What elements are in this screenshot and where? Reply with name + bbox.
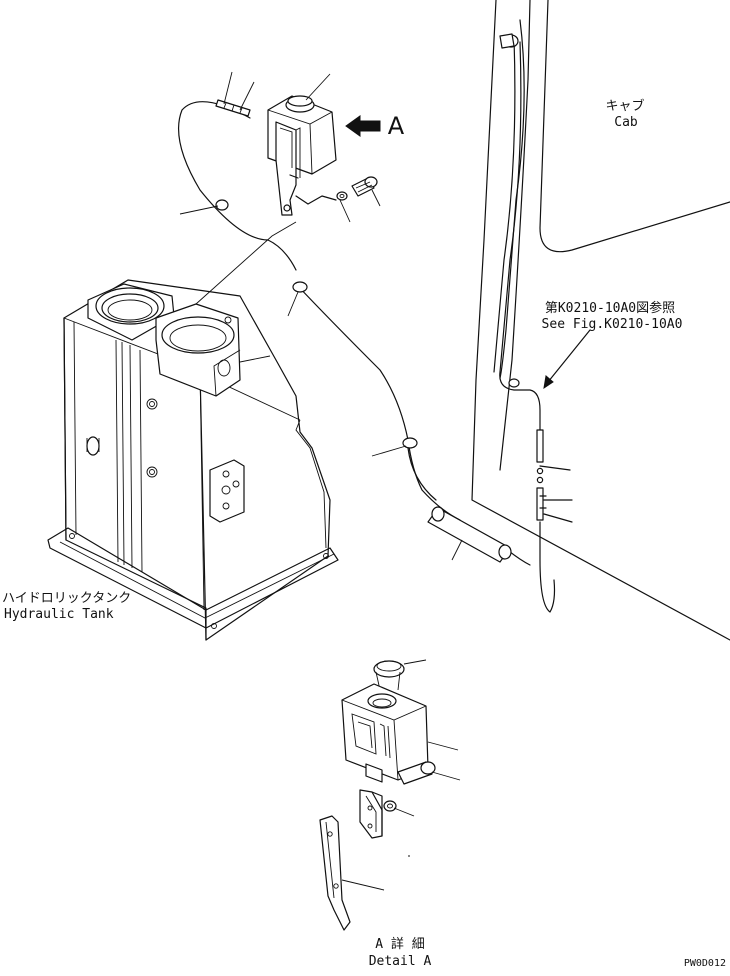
washer-tank-detail <box>319 659 461 931</box>
hydraulic-tank-label-en: Hydraulic Tank <box>4 607 114 622</box>
drawing-id: PW0D012 <box>683 958 726 969</box>
washer-tank-main <box>267 95 337 216</box>
detail-label-en: Detail A <box>368 954 432 969</box>
cab-label-jp: キャブ <box>605 99 645 114</box>
detail-label-jp: A 詳 細 <box>375 937 425 952</box>
cab-washer-hose <box>493 33 573 613</box>
reference-label-en: See Fig.K0210-10A0 <box>541 317 683 332</box>
view-marker-label: A <box>387 112 405 140</box>
washer-hose <box>177 99 531 566</box>
reference-arrow <box>543 329 591 390</box>
mounting-bolt-main <box>336 176 378 201</box>
cab-label-en: Cab <box>614 115 638 130</box>
view-arrow-a <box>345 115 381 137</box>
hydraulic-tank-label-jp: ハイドロリックタンク <box>2 591 132 606</box>
cab-outline <box>471 0 730 641</box>
hydraulic-tank <box>47 221 339 641</box>
leader-lines-main <box>179 71 463 561</box>
reference-label-jp: 第K0210-10A0図参照 <box>544 301 676 316</box>
